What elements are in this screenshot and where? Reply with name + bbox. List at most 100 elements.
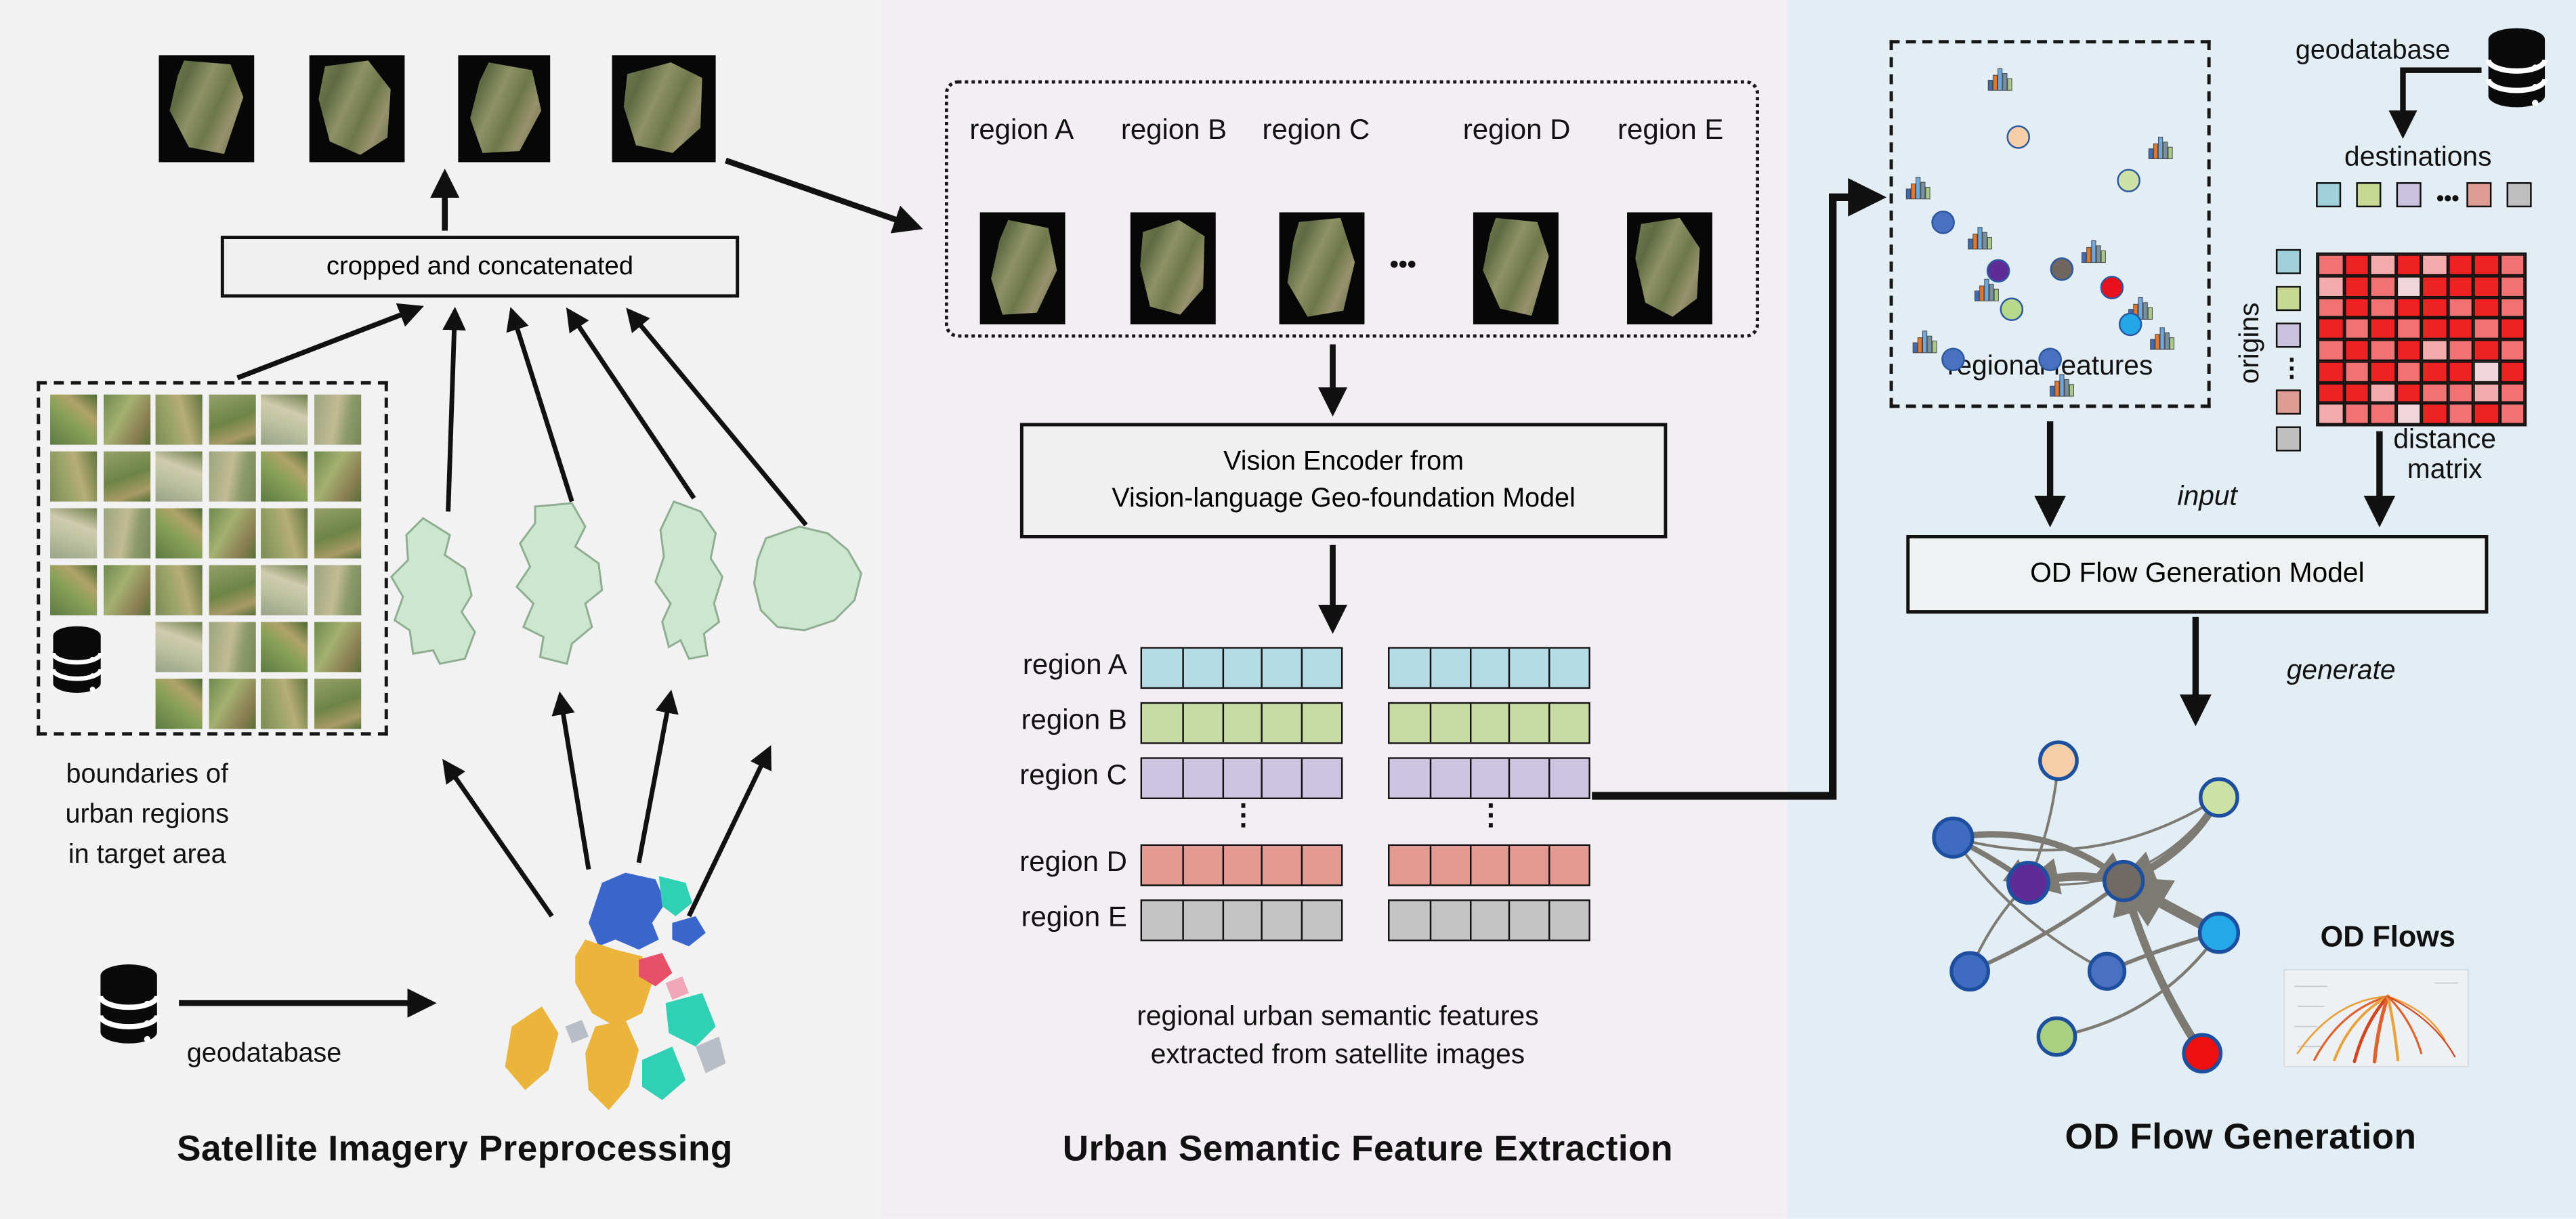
matrix-cell (2317, 275, 2344, 297)
matrix-cell (2421, 254, 2447, 276)
matrix-cell (2473, 254, 2499, 276)
satellite-grid-tile (208, 394, 255, 445)
feature-cell (1389, 758, 1430, 798)
satellite-photo (470, 62, 542, 153)
satellite-grid-tile (261, 679, 308, 729)
middle-panel-title: Urban Semantic Feature Extraction (1062, 1128, 1673, 1169)
database-icon (2489, 28, 2545, 108)
region-label: region E (1618, 113, 1724, 146)
destination-square (2316, 182, 2342, 208)
region-image-tile (1130, 212, 1216, 324)
matrix-cell (2343, 297, 2370, 318)
input-label: input (2177, 481, 2237, 512)
region-image-tile (1279, 212, 1365, 324)
right-panel-title: OD Flow Generation (2065, 1117, 2417, 1157)
matrix-cell (2421, 403, 2447, 425)
matrix-cell (2421, 275, 2447, 297)
matrix-cell (2395, 297, 2422, 318)
feature-cell (1469, 846, 1509, 884)
satellite-photo (318, 60, 391, 155)
distance-matrix-caption-line2: matrix (2407, 454, 2483, 485)
matrix-cell (2447, 318, 2474, 340)
feature-cell (1142, 901, 1182, 940)
feature-cell (1548, 758, 1589, 798)
od-flow-node (2038, 740, 2079, 782)
feature-cell (1389, 704, 1430, 743)
satellite-grid-tile (50, 451, 98, 502)
od-flow-edge (2113, 874, 2206, 1056)
feature-vector (1140, 899, 1343, 941)
feature-cell (1221, 648, 1262, 687)
feature-vector (1140, 702, 1343, 744)
satellite-grid-tile (102, 394, 150, 445)
matrix-cell (2395, 254, 2422, 276)
satellite-photo (623, 62, 702, 153)
feature-cell (1261, 901, 1302, 940)
feature-cell (1261, 704, 1302, 743)
feature-vector (1388, 647, 1590, 689)
matrix-cell (2369, 254, 2396, 276)
od-flow-node (2199, 777, 2239, 818)
matrix-cell (2317, 254, 2344, 276)
matrix-cell (2369, 382, 2396, 404)
matrix-cell (2473, 382, 2499, 404)
satellite-grid-tile (155, 565, 203, 616)
feature-cell (1429, 758, 1469, 798)
satellite-grid-box (37, 381, 388, 736)
feature-cell (1142, 758, 1182, 798)
feature-cell (1261, 846, 1302, 884)
database-icon (100, 964, 156, 1044)
od-flow-edge (1951, 836, 2109, 973)
boundaries-caption-line3: in target area (68, 840, 226, 870)
od-flow-node (2087, 951, 2127, 991)
matrix-cell (2343, 403, 2370, 425)
feature-cell (1301, 846, 1341, 884)
feature-cell (1429, 704, 1469, 743)
satellite-photo (991, 219, 1057, 315)
od-flow-edge (1968, 878, 2127, 974)
matrix-cell (2473, 339, 2499, 361)
vertical-dots: ⋮ (1229, 799, 1258, 831)
matrix-cell (2499, 318, 2525, 340)
distance-matrix-caption-line1: distance (2393, 425, 2497, 455)
vector-row-label: region D (1019, 846, 1127, 878)
matrix-cell (2317, 360, 2344, 383)
satellite-grid-tile (208, 565, 255, 616)
geodatabase-label-left: geodatabase (186, 1040, 342, 1069)
feature-vector (1140, 844, 1343, 886)
vector-row-label: region A (1022, 648, 1127, 681)
satellite-tile (159, 55, 255, 163)
middle-arrows (1317, 177, 1887, 800)
region-dot (1931, 211, 1955, 234)
region-label: region B (1120, 113, 1227, 146)
region-image-tile (1627, 212, 1712, 324)
matrix-cell (2317, 339, 2344, 361)
matrix-cell (2369, 339, 2396, 361)
matrix-cell (2421, 297, 2447, 318)
region-image-tile (1473, 212, 1559, 324)
matrix-cell (2447, 254, 2474, 276)
satellite-grid-tile (313, 622, 361, 672)
ellipsis-dots: ••• (1389, 251, 1416, 280)
bar-glyph (1987, 68, 2012, 91)
satellite-grid-tile (261, 622, 308, 672)
matrix-cell (2447, 360, 2474, 383)
matrix-cell (2499, 339, 2525, 361)
regional-features-box (1889, 40, 2211, 408)
matrix-cell (2473, 318, 2499, 340)
satellite-photo (1483, 217, 1549, 316)
region-dot (1941, 347, 1965, 372)
satellite-tile (309, 55, 405, 163)
vision-encoder-line1: Vision Encoder from (1223, 448, 1464, 477)
geodatabase-label-right: geodatabase (2295, 37, 2451, 66)
matrix-cell (2343, 275, 2370, 297)
right-arrows (2034, 67, 2482, 727)
od-flow-node (1932, 816, 1975, 859)
matrix-cell (2447, 275, 2474, 297)
matrix-cell (2343, 254, 2370, 276)
destination-square (2356, 182, 2382, 208)
od-flow-node (2006, 861, 2050, 905)
ellipsis-dots: ••• (2436, 186, 2459, 211)
feature-vector (1388, 757, 1590, 800)
